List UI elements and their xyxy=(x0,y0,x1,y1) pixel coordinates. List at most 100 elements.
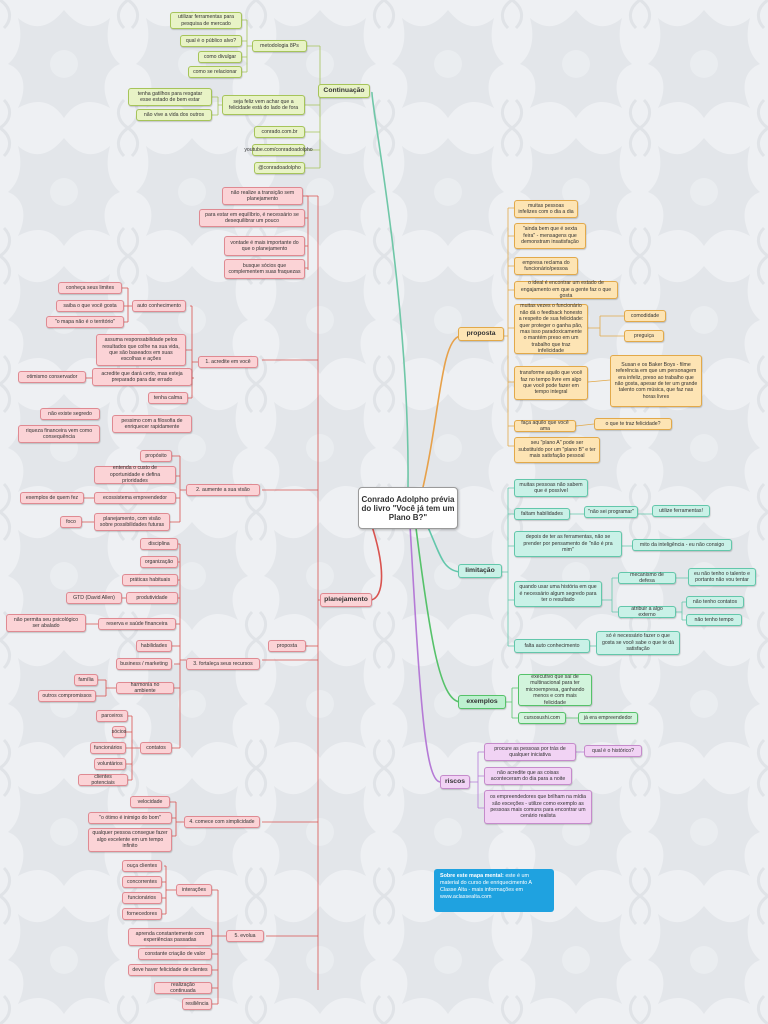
topic-limitacao[interactable]: limitação xyxy=(458,564,502,578)
node-gatilhos[interactable]: tenha gatilhos para resgatar esse estado… xyxy=(128,88,212,106)
node-habilidades[interactable]: habilidades xyxy=(136,640,172,652)
node-concorrentes[interactable]: concorrentes xyxy=(122,876,162,888)
link-site[interactable]: conrado.com.br xyxy=(254,126,305,138)
node-ainda-bem[interactable]: "ainda bem que é sexta feira" - mensagen… xyxy=(514,223,586,249)
link-cursosushi[interactable]: cursosushi.com xyxy=(518,712,566,724)
node-defesa[interactable]: mecanismo de defesa xyxy=(618,572,676,584)
node-otimo[interactable]: "o ótimo é inimigo do bom" xyxy=(88,812,172,824)
node-funcionarios-interacoes[interactable]: funcionários xyxy=(122,892,162,904)
node-executivo[interactable]: executivo que saí de multinacional para … xyxy=(518,674,592,706)
node-voluntarios[interactable]: voluntários xyxy=(94,758,126,770)
node-segredo[interactable]: não existe segredo xyxy=(40,408,100,420)
node-pessimo[interactable]: pessimo com a filosofia de enriquecer ra… xyxy=(112,415,192,433)
node-necessario[interactable]: só é necessário fazer o que gosta se voc… xyxy=(596,631,680,655)
node-contatos[interactable]: contatos xyxy=(140,742,172,754)
node-riqueza[interactable]: riqueza financeira vem como consequência xyxy=(18,425,100,443)
node-falta-auto-conhecimento[interactable]: falta auto conhecimento xyxy=(514,639,590,653)
node-relacionar[interactable]: como se relacionar xyxy=(188,66,242,78)
node-limites[interactable]: conheça seus limites xyxy=(58,282,122,294)
node-nao-tenho-contatos[interactable]: não tenho contatos xyxy=(686,596,744,608)
topic-planejamento[interactable]: planejamento xyxy=(320,593,372,607)
node-comece-simplicidade[interactable]: 4. comece com simplicidade xyxy=(184,816,260,828)
node-comodidade[interactable]: comodidade xyxy=(624,310,666,322)
node-aumente-visao[interactable]: 2. aumente a sua visão xyxy=(186,484,260,496)
node-susan[interactable]: Susan e os Baker Boys - filme referência… xyxy=(610,355,702,407)
node-auto-conhecimento[interactable]: auto conhecimento xyxy=(132,300,186,312)
topic-continuacao[interactable]: Continuação xyxy=(318,84,370,98)
central-topic[interactable]: Conrado Adolpho prévia do livro "Você já… xyxy=(358,487,458,529)
node-saiba[interactable]: saiba o que você gosta xyxy=(56,300,124,312)
node-business[interactable]: business / marketing xyxy=(116,658,172,670)
node-ecossistema[interactable]: ecossistema empreendedor xyxy=(94,492,176,504)
node-historia[interactable]: quando usar uma história em que é necess… xyxy=(514,581,602,607)
node-mito[interactable]: mito da inteligência - eu não consigo xyxy=(632,539,732,551)
node-proposta-planejamento[interactable]: proposta xyxy=(268,640,306,652)
node-nao-acredite[interactable]: não acredite que as coisas aconteceram d… xyxy=(484,767,572,785)
node-utilizar-ferramentas[interactable]: utilizar ferramentas para pesquisa de me… xyxy=(170,12,242,29)
link-youtube[interactable]: youtube.com/conradoadolpho xyxy=(244,144,313,156)
node-otimismo[interactable]: otimismo conservador xyxy=(18,371,86,383)
node-harmonia[interactable]: harmonia no ambiente xyxy=(116,682,174,694)
link-twitter[interactable]: @conradoadolpho xyxy=(254,162,305,174)
node-muitas-vezes[interactable]: muitas vezes o funcionário não dá o feed… xyxy=(514,303,588,354)
node-acredite-em-voce[interactable]: 1. acredite em você xyxy=(198,356,258,368)
node-utilize-ferramentas[interactable]: utilize ferramentas! xyxy=(652,505,710,517)
node-ja-empreendedor[interactable]: já era empreendedor xyxy=(578,712,638,724)
node-traz-felicidade[interactable]: o que te traz felicidade? xyxy=(594,418,672,430)
node-praticas[interactable]: práticas habituais xyxy=(122,574,178,586)
node-divulgar[interactable]: como divulgar xyxy=(198,51,242,63)
node-equilibrio[interactable]: para estar em equilíbrio, é necessário s… xyxy=(199,209,305,227)
node-calma[interactable]: tenha calma xyxy=(148,392,188,404)
node-nao-permita[interactable]: não permita seu psicológico ser abalado xyxy=(6,614,86,632)
node-entenda[interactable]: entenda o custo de oportunidade e defina… xyxy=(94,465,176,484)
node-infelizes[interactable]: muitas pessoas infelizes com o dia a dia xyxy=(514,200,578,218)
node-mapa[interactable]: "o mapa não é o território" xyxy=(46,316,124,328)
node-nao-vive[interactable]: não vive a vida dos outros xyxy=(136,109,212,121)
node-faca-aquilo[interactable]: faça aquilo que você ama xyxy=(514,420,576,432)
topic-proposta[interactable]: proposta xyxy=(458,327,504,341)
node-nao-tenho-tempo[interactable]: não tenho tempo xyxy=(686,614,742,626)
node-nao-sabem[interactable]: muitas pessoas não sabem que é possível xyxy=(514,479,588,497)
node-transforme[interactable]: transforme aquilo que você faz no tempo … xyxy=(514,366,588,400)
node-clientes-potenciais[interactable]: clientes potenciais xyxy=(78,774,128,786)
node-velocidade[interactable]: velocidade xyxy=(130,796,170,808)
node-procure[interactable]: procure as pessoas por trás de qualquer … xyxy=(484,743,576,761)
node-fortaleca-recursos[interactable]: 3. fortaleça seus recursos xyxy=(186,658,260,670)
node-preguica[interactable]: preguiça xyxy=(624,330,664,342)
node-nao-tenho-talento[interactable]: eu não tenho o talento e portanto não vo… xyxy=(688,568,756,586)
node-publico-alvo[interactable]: qual é o público alvo? xyxy=(180,35,242,47)
node-visao[interactable]: planejamento, com visão sobre possibilid… xyxy=(94,513,170,531)
node-metodologia[interactable]: metodologia 8Ps xyxy=(252,40,307,52)
node-depois[interactable]: depois de ter as ferramentas, não se pre… xyxy=(514,531,622,557)
node-externo[interactable]: atribuir a algo externo xyxy=(618,606,676,618)
node-deve-haver[interactable]: deve haver felicidade de clientes xyxy=(128,964,212,976)
node-empresa[interactable]: empresa reclama do funcionário/pessoa xyxy=(514,257,578,275)
topic-riscos[interactable]: riscos xyxy=(440,775,470,789)
node-fornecedores[interactable]: fornecedores xyxy=(122,908,162,920)
node-responsabilidade[interactable]: assuma responsabilidade pelos resultados… xyxy=(96,334,186,366)
node-compromissos[interactable]: outros compromissos xyxy=(38,690,96,702)
node-evolua[interactable]: 5. evolua xyxy=(226,930,264,942)
node-proposito[interactable]: propósito xyxy=(140,450,172,462)
node-ouca-clientes[interactable]: ouça clientes xyxy=(122,860,162,872)
node-disciplina[interactable]: disciplina xyxy=(140,538,178,550)
node-constante[interactable]: constante criação de valor xyxy=(138,948,212,960)
node-socios[interactable]: busque sócios que complementem suas fraq… xyxy=(224,259,305,279)
node-qualquer[interactable]: qualquer pessoa consegue fazer algo exce… xyxy=(88,828,172,852)
node-faltam-habilidades[interactable]: faltam habilidades xyxy=(514,508,570,520)
node-realizacao[interactable]: realização continuada xyxy=(154,982,212,994)
node-interacoes[interactable]: interações xyxy=(176,884,212,896)
node-plano-a[interactable]: seu "plano A" pode ser substituído por u… xyxy=(514,437,600,463)
node-ideal[interactable]: o ideal é encontrar um estado de engajam… xyxy=(514,280,618,299)
node-quem-fez[interactable]: exemplos de quem fez xyxy=(20,492,84,504)
topic-exemplos[interactable]: exemplos xyxy=(458,695,506,709)
node-familia[interactable]: família xyxy=(74,674,98,686)
node-foco[interactable]: foco xyxy=(60,516,82,528)
node-gtd[interactable]: GTD (David Allen) xyxy=(66,592,122,604)
node-resiliencia[interactable]: resiliência xyxy=(182,998,212,1010)
node-nao-realize[interactable]: não realize a transição sem planejamento xyxy=(222,187,303,205)
node-produtividade[interactable]: produtividade xyxy=(126,592,178,604)
node-parceiros[interactable]: parceiros xyxy=(96,710,128,722)
node-empreendedores[interactable]: os empreendedores que brilham na mídia s… xyxy=(484,790,592,824)
node-socios-contatos[interactable]: sócios xyxy=(112,726,126,738)
